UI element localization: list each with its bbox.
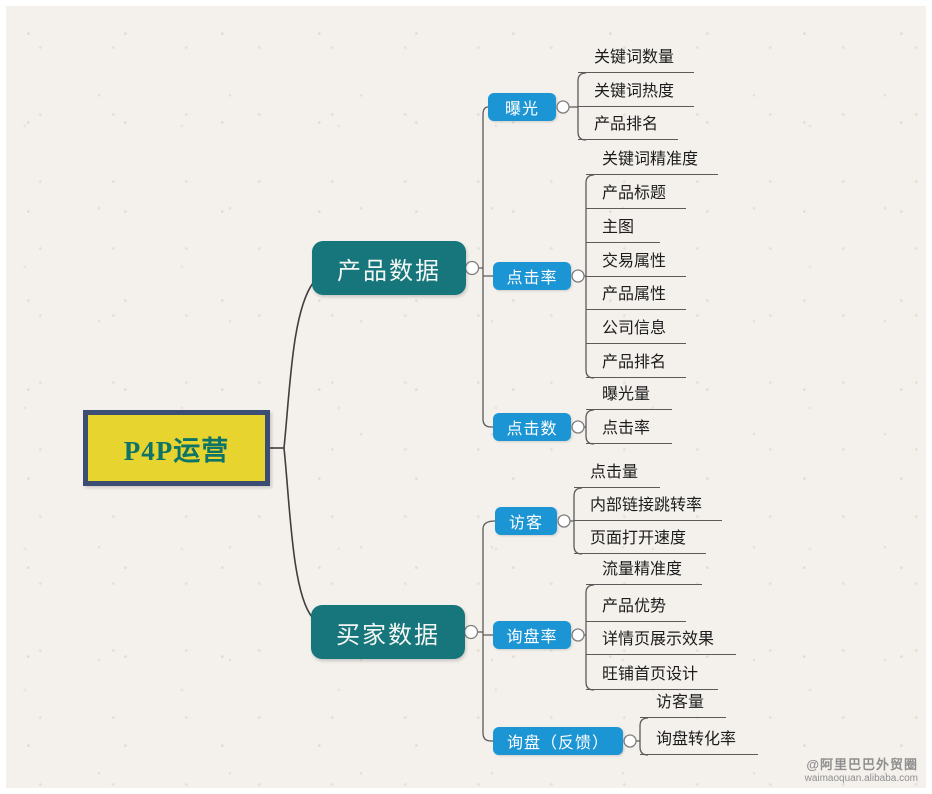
leaf-visitor-volume[interactable]: 访客量 [640, 690, 726, 718]
node-inquiry-feedback[interactable]: 询盘（反馈） [493, 727, 623, 755]
leaf-keyword-quantity[interactable]: 关键词数量 [578, 45, 694, 73]
leaf-product-advantages[interactable]: 产品优势 [586, 594, 686, 622]
leaf-traffic-precision[interactable]: 流量精准度 [586, 557, 702, 585]
leaf-company-info[interactable]: 公司信息 [586, 316, 686, 344]
leaf-page-load-speed[interactable]: 页面打开速度 [574, 526, 706, 554]
leaf-product-ranking[interactable]: 产品排名 [578, 112, 678, 140]
node-visitors[interactable]: 访客 [495, 507, 557, 535]
node-p4p-operations[interactable]: P4P运营 [83, 410, 270, 486]
node-click-rate[interactable]: 点击率 [493, 262, 571, 290]
leaf-click-rate-metric[interactable]: 点击率 [586, 416, 672, 444]
watermark-name: @阿里巴巴外贸圈 [806, 756, 918, 772]
node-buyer-data[interactable]: 买家数据 [311, 605, 465, 659]
collapse-toggle-click-count[interactable] [571, 420, 585, 434]
collapse-toggle-buyer-data[interactable] [463, 624, 479, 640]
leaf-keyword-precision[interactable]: 关键词精准度 [586, 147, 718, 175]
leaf-storefront-homepage-design[interactable]: 旺铺首页设计 [586, 662, 718, 690]
leaf-detail-page-display[interactable]: 详情页展示效果 [586, 627, 736, 655]
leaf-exposure-volume[interactable]: 曝光量 [586, 382, 672, 410]
collapse-toggle-exposure[interactable] [556, 100, 570, 114]
collapse-toggle-inquiry-rate[interactable] [571, 628, 585, 642]
watermark: @阿里巴巴外贸圈 waimaoquan.alibaba.com [804, 756, 918, 784]
connector-buyer-data-children [478, 520, 496, 742]
leaf-product-title[interactable]: 产品标题 [586, 181, 686, 209]
leaf-transaction-attributes[interactable]: 交易属性 [586, 249, 686, 277]
leaf-product-attributes[interactable]: 产品属性 [586, 282, 686, 310]
node-product-data[interactable]: 产品数据 [312, 241, 466, 295]
connector-root-buyer-data [283, 447, 313, 618]
collapse-toggle-click-rate[interactable] [571, 269, 585, 283]
node-click-count[interactable]: 点击数 [493, 413, 571, 441]
connector-product-data-children [479, 106, 493, 428]
collapse-toggle-visitors[interactable] [557, 514, 571, 528]
leaf-product-ranking-2[interactable]: 产品排名 [586, 350, 686, 378]
leaf-keyword-popularity[interactable]: 关键词热度 [578, 79, 694, 107]
leaf-main-image[interactable]: 主图 [586, 215, 660, 243]
connector-root-product-data [283, 282, 314, 449]
collapse-toggle-inquiry-feedback[interactable] [623, 734, 637, 748]
leaf-click-volume[interactable]: 点击量 [574, 460, 660, 488]
node-inquiry-rate[interactable]: 询盘率 [493, 621, 571, 649]
node-exposure[interactable]: 曝光 [488, 93, 556, 121]
leaf-internal-link-bounce-rate[interactable]: 内部链接跳转率 [574, 493, 722, 521]
collapse-toggle-product-data[interactable] [464, 260, 480, 276]
connector-layer [270, 72, 649, 756]
watermark-url: waimaoquan.alibaba.com [804, 772, 918, 784]
leaf-inquiry-conversion-rate[interactable]: 询盘转化率 [640, 727, 758, 755]
